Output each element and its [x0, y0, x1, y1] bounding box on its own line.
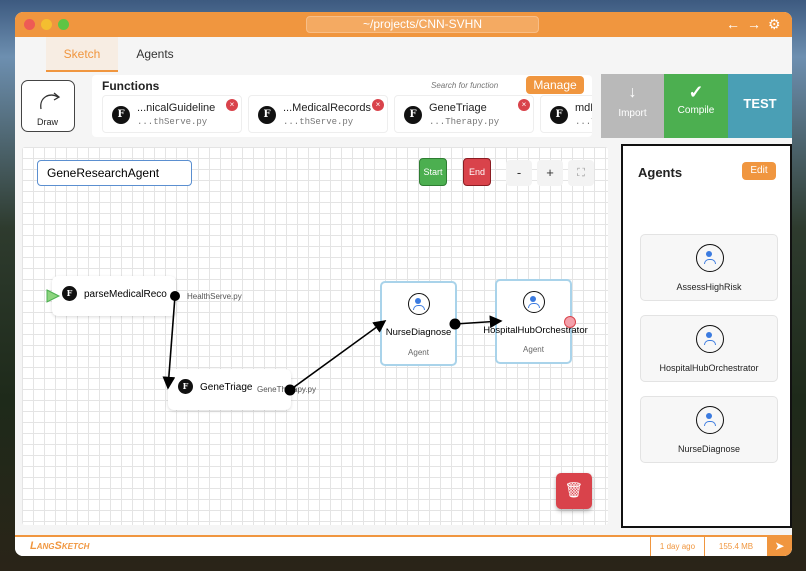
import-label: Import	[618, 108, 647, 119]
start-button[interactable]: Start	[419, 158, 447, 186]
app-window: ~/projects/CNN-SVHN ← → ⚙ Sketch Agents …	[15, 12, 792, 556]
function-name: mdF	[575, 102, 592, 114]
file-size: 155.4 MB	[704, 537, 767, 556]
remove-icon[interactable]: ×	[518, 99, 530, 111]
agent-card[interactable]: HospitalHubOrchestrator	[640, 315, 778, 382]
function-card[interactable]: F GeneTriage ...Therapy.py ×	[394, 95, 534, 133]
functions-panel: Functions Manage F ...nicalGuideline ...…	[92, 75, 592, 137]
trash-button[interactable]: 🗑	[556, 473, 592, 509]
draw-label: Draw	[36, 117, 58, 127]
arrow-left-icon[interactable]: ←	[726, 16, 740, 32]
node-file: GeneTherapy.py	[257, 385, 316, 394]
agent-card[interactable]: AssessHighRisk	[640, 234, 778, 301]
function-card[interactable]: F mdF ...T	[540, 95, 592, 133]
compile-label: Compile	[677, 105, 715, 116]
fullscreen-icon[interactable]: ⛶	[568, 160, 594, 186]
agent-card-label: NurseDiagnose	[677, 444, 741, 454]
function-card[interactable]: F ...nicalGuideline ...thServe.py ×	[102, 95, 242, 133]
project-path[interactable]: ~/projects/CNN-SVHN	[306, 16, 539, 33]
manage-button[interactable]: Manage	[526, 76, 584, 94]
agent-name-input[interactable]	[37, 160, 192, 186]
function-file: ...thServe.py	[283, 117, 354, 127]
close-window-button[interactable]	[24, 19, 35, 30]
zoom-in-button[interactable]: +	[537, 160, 563, 186]
person-icon	[408, 293, 430, 315]
function-name: ...MedicalRecords	[283, 102, 372, 114]
node-file: HealthServe.py	[187, 292, 242, 301]
arrow-right-icon[interactable]: →	[747, 16, 761, 32]
send-icon[interactable]: ➤	[767, 537, 792, 556]
remove-icon[interactable]: ×	[226, 99, 238, 111]
function-icon: F	[112, 106, 130, 124]
redo-arrow-icon	[40, 92, 61, 110]
agent-card-label: HospitalHubOrchestrator	[659, 363, 759, 373]
person-icon	[696, 325, 724, 353]
function-name: GeneTriage	[429, 102, 487, 114]
node-type: Agent	[523, 345, 544, 354]
function-icon: F	[178, 379, 193, 394]
arrow-down-icon: ↓	[628, 84, 637, 101]
function-file: ...T	[575, 117, 592, 127]
remove-icon[interactable]: ×	[372, 99, 384, 111]
person-icon	[523, 291, 545, 313]
function-search-input[interactable]	[427, 77, 517, 93]
import-button[interactable]: ↓ Import	[601, 74, 664, 138]
function-card[interactable]: F ...MedicalRecords ...thServe.py ×	[248, 95, 388, 133]
function-file: ...thServe.py	[137, 117, 208, 127]
agent-node-hub[interactable]: HospitalHubOrchestrator Agent	[483, 279, 588, 364]
agent-node-nurse[interactable]: NurseDiagnose Agent	[380, 281, 457, 366]
maximize-window-button[interactable]	[58, 19, 69, 30]
agents-panel-title: Agents	[638, 165, 683, 180]
node-name: HospitalHubOrchestrator	[483, 325, 588, 336]
edit-agents-button[interactable]: Edit	[742, 162, 776, 180]
status-bar: LangSketch 1 day ago 155.4 MB ➤	[15, 535, 792, 556]
zoom-out-button[interactable]: -	[506, 160, 532, 186]
draw-button[interactable]: Draw	[21, 80, 75, 132]
sketch-canvas[interactable]: Start End - + ⛶ F parseMedicalReco Healt…	[22, 147, 608, 525]
tab-agents[interactable]: Agents	[136, 47, 174, 61]
function-icon: F	[258, 106, 276, 124]
last-updated: 1 day ago	[650, 537, 704, 556]
title-bar: ~/projects/CNN-SVHN ← → ⚙	[15, 12, 792, 37]
agents-panel: Agents Edit AssessHighRisk HospitalHubOr…	[621, 144, 792, 528]
minimize-window-button[interactable]	[41, 19, 52, 30]
function-icon: F	[550, 106, 568, 124]
compile-button[interactable]: ✓ Compile	[664, 74, 728, 138]
tab-sketch[interactable]: Sketch	[46, 37, 118, 72]
function-name: ...nicalGuideline	[137, 102, 216, 114]
node-name: parseMedicalReco	[84, 289, 167, 300]
gear-icon[interactable]: ⚙	[768, 16, 781, 32]
functions-title: Functions	[102, 79, 160, 93]
person-icon	[696, 406, 724, 434]
checkmark-icon: ✓	[688, 82, 704, 102]
node-name: GeneTriage	[200, 382, 253, 393]
test-button[interactable]: TEST	[728, 74, 792, 138]
function-node-parse[interactable]: F parseMedicalReco	[52, 276, 176, 316]
function-node-triage[interactable]: F GeneTriage GeneTherapy.py	[168, 369, 316, 410]
person-icon	[696, 244, 724, 272]
function-file: ...Therapy.py	[429, 117, 500, 127]
function-icon: F	[404, 106, 422, 124]
node-name: NurseDiagnose	[385, 327, 452, 338]
brand-logo: LangSketch	[30, 540, 90, 552]
agent-card[interactable]: NurseDiagnose	[640, 396, 778, 463]
function-icon: F	[62, 286, 77, 301]
node-type: Agent	[408, 348, 429, 357]
agent-card-label: AssessHighRisk	[676, 282, 742, 292]
end-button[interactable]: End	[463, 158, 491, 186]
